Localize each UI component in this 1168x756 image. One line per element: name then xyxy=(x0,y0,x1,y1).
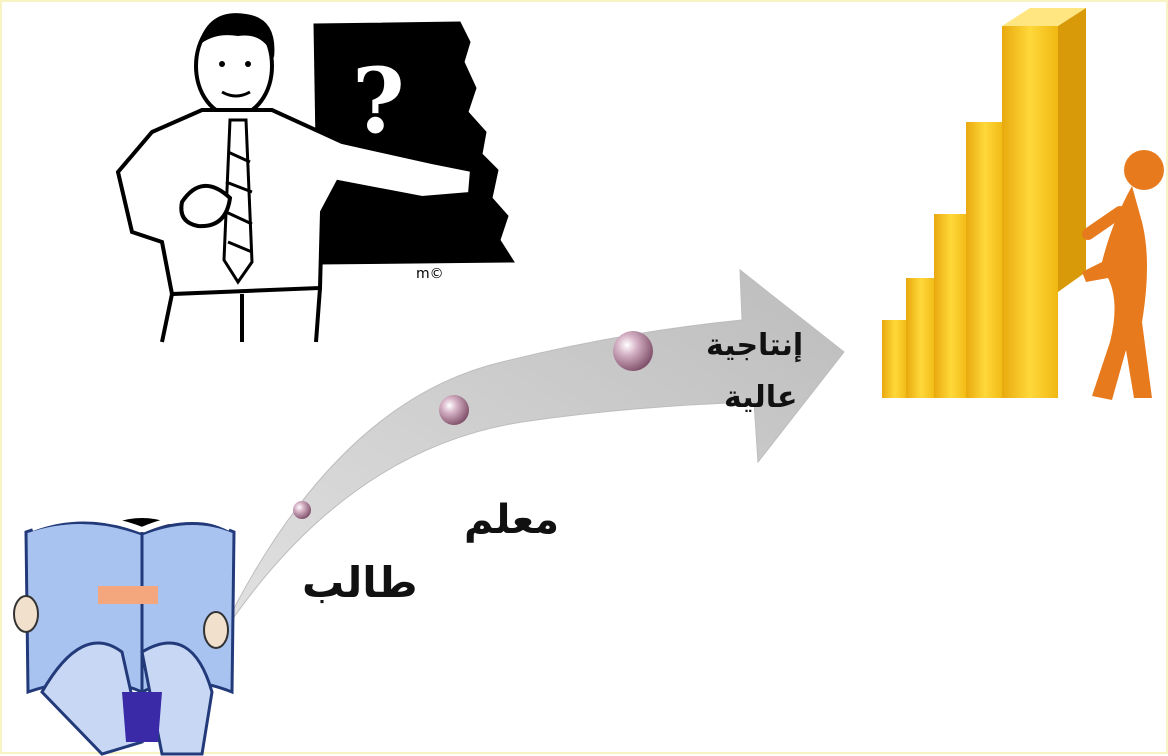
blackboard xyxy=(313,21,515,265)
arrow-body xyxy=(216,268,845,643)
bar-3 xyxy=(934,214,968,398)
bead-small xyxy=(293,501,311,519)
figure-head xyxy=(1124,150,1164,190)
bar-4 xyxy=(966,122,1004,398)
label-productivity-line1: إنتاجية xyxy=(706,328,804,363)
figure-body xyxy=(1082,186,1152,400)
bead-medium xyxy=(439,395,469,425)
bar-1 xyxy=(882,320,908,398)
label-student: طالب xyxy=(302,558,418,607)
bar-2 xyxy=(906,278,936,398)
svg-text:m©: m© xyxy=(416,266,444,282)
label-teacher: معلم xyxy=(464,497,560,543)
question-mark-icon: ? xyxy=(352,48,405,154)
label-productivity-line2: عالية xyxy=(724,380,798,415)
bead-large xyxy=(613,331,653,371)
teacher-body xyxy=(115,108,475,297)
bar-5 xyxy=(1002,26,1058,398)
